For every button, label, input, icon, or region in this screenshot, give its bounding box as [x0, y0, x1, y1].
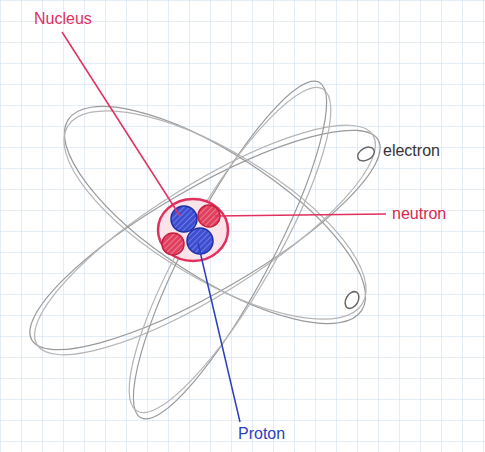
leader-line [198, 243, 240, 422]
leader-line [215, 214, 386, 216]
nucleus-outline [158, 199, 228, 261]
neutron-label: neutron [390, 205, 448, 223]
proton-symbol [171, 206, 197, 232]
electron-label: electron [381, 142, 442, 160]
leader-line [62, 32, 180, 216]
electron-symbols [342, 144, 376, 310]
nucleus-label: Nucleus [32, 10, 94, 28]
neutron-symbol [162, 233, 184, 255]
proton-label: Proton [236, 425, 287, 443]
electron-orbits [6, 63, 404, 438]
